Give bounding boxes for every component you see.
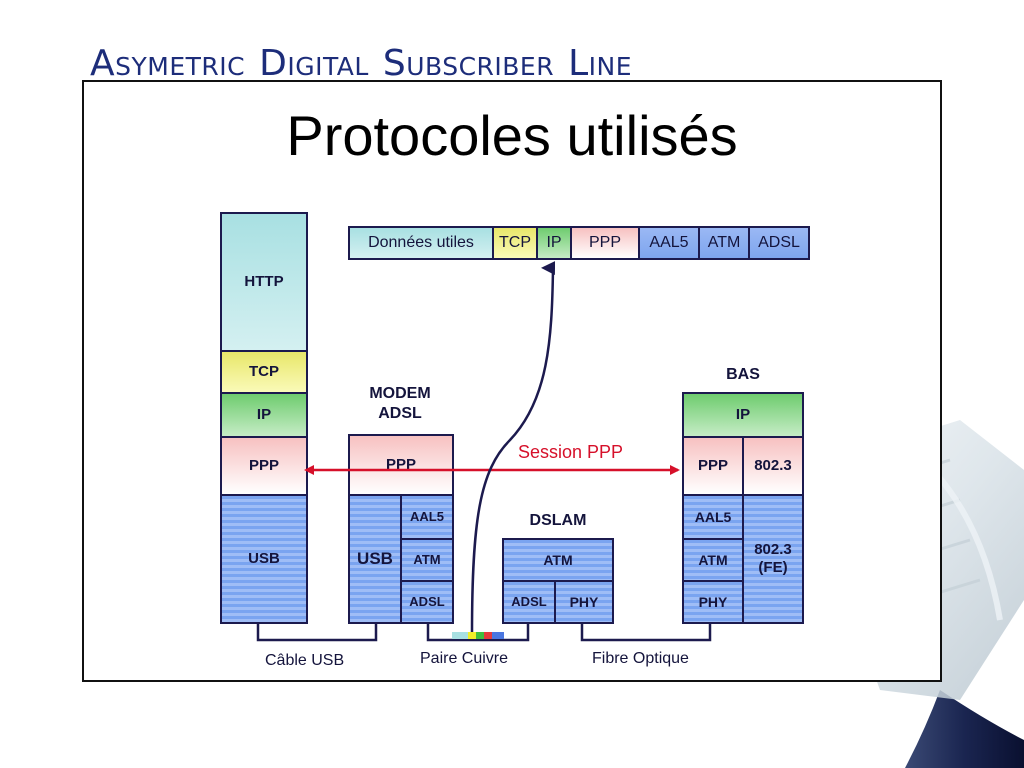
modem-layer-atm: ATM — [400, 538, 454, 582]
fiber-label: Fibre Optique — [592, 650, 689, 667]
pc-layer-ip: IP — [220, 392, 308, 438]
frame-segment-atm: ATM — [698, 226, 750, 260]
frame-segment-aal5: AAL5 — [638, 226, 700, 260]
frame-segment-ppp: PPP — [570, 226, 640, 260]
bas-layer-phy: PHY — [682, 580, 744, 624]
usb-cable-label: Câble USB — [265, 652, 345, 669]
header-rest-2: igital — [287, 52, 369, 81]
header-rest-3: ubscriber — [406, 52, 555, 81]
bas-layer-ppp: PPP — [682, 436, 744, 496]
copper-pair-label: Paire Cuivre — [420, 650, 509, 667]
modem-label: MODEM ADSL — [369, 385, 431, 422]
modem-layer-usb: USB — [348, 494, 402, 624]
page-title: Protocoles utilisés — [286, 104, 738, 167]
header-rest-1: symetric — [115, 52, 246, 81]
frame-segment-tcp: TCP — [492, 226, 538, 260]
frame-segment-adsl: ADSL — [748, 226, 810, 260]
bas-layer-atm: ATM — [682, 538, 744, 582]
bas-layer-fe: 802.3 (FE) — [742, 494, 804, 624]
bas-layer-ip: IP — [682, 392, 804, 438]
frame-segment-data: Données utiles — [348, 226, 494, 260]
pc-layer-ppp: PPP — [220, 436, 308, 496]
header-rest-4: ine — [588, 52, 633, 81]
frame-segment-ip: IP — [536, 226, 572, 260]
modem-layer-adsl: ADSL — [400, 580, 454, 624]
dslam-layer-phy: PHY — [554, 580, 614, 624]
bas-layer-aal5: AAL5 — [682, 494, 744, 540]
dslam-layer-adsl: ADSL — [502, 580, 556, 624]
header-cap-4: L — [568, 43, 589, 84]
dslam-layer-atm: ATM — [502, 538, 614, 582]
pc-layer-http: HTTP — [220, 212, 308, 352]
bas-layer-8023: 802.3 — [742, 436, 804, 496]
pc-layer-tcp: TCP — [220, 350, 308, 394]
dslam-label: DSLAM — [529, 512, 587, 529]
session-ppp-label: Session PPP — [518, 442, 624, 462]
header-cap-2: D — [259, 43, 288, 84]
modem-layer-ppp: PPP — [348, 434, 454, 496]
modem-layer-aal5: AAL5 — [400, 494, 454, 540]
header-cap-3: S — [382, 43, 407, 84]
slide-header: Asymetric Digital Subscriber Line — [90, 44, 646, 88]
header-cap-1: A — [90, 43, 116, 84]
pc-layer-usb: USB — [220, 494, 308, 624]
bas-label: BAS — [726, 366, 760, 383]
